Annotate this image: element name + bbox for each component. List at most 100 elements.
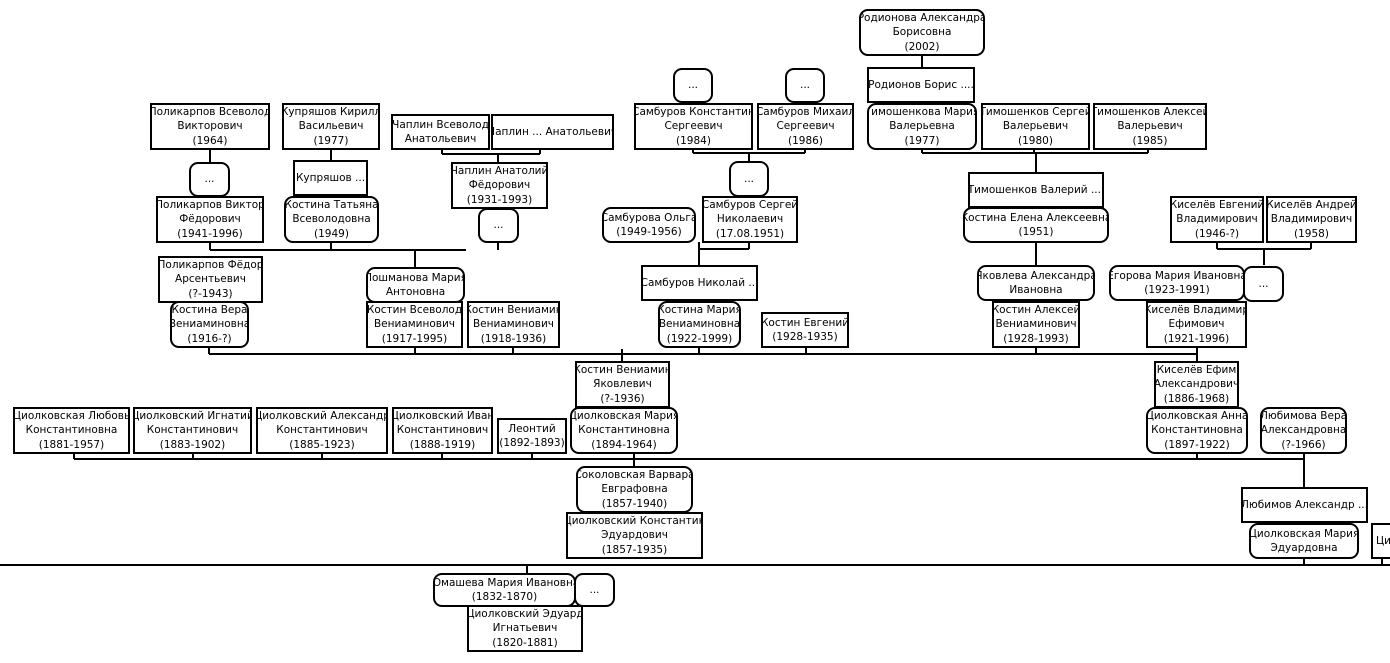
person-unknown[interactable]: ... [1243,266,1284,302]
person-chaplin-anatolevich[interactable]: Чаплин ... Анатольевич [491,114,614,150]
person-text-line: Сергеевич [664,120,723,133]
person-text-line: (1820-1881) [492,636,558,649]
person-text-line: (1946-?) [1194,227,1240,240]
person-text-line: Соколовская Варвара [576,468,693,481]
person-text-line: (1928-1935) [772,331,838,343]
person-text-line: (1881-1957) [38,438,105,451]
person-text-line: (1897-1922) [1164,438,1230,451]
person-text-line: Любимова Вера [1260,409,1347,422]
person-text-line: (1980) [1018,134,1053,147]
person-text-line: ... [799,79,810,92]
person-text-line: Константинович [276,424,368,437]
person-kupryashov[interactable]: Купряшов ... [293,160,368,196]
person-text-line: Чаплин ... Анатольевич [491,125,614,138]
person-text-line: (1888-1919) [409,438,476,451]
person-text-line: Викторович [177,120,243,133]
person-leontiy[interactable]: Леонтий(1892-1893) [497,418,567,454]
person-rodionov-boris[interactable]: Родионов Борис .... [867,67,975,103]
person-unknown[interactable]: ... [574,573,615,607]
person-unknown[interactable]: ... [729,161,769,197]
person-text-line: ... [204,173,215,186]
person-yumasheva-mariya[interactable]: Юмашева Мария Ивановна(1832-1870) [433,573,576,607]
person-text-line: (1921-1996) [1163,332,1230,345]
person-timoshenkov-valeriy[interactable]: Тимошенков Валерий .... [968,172,1104,208]
person-text-line: Владимирович [1270,213,1353,226]
person-text-line: Костин Алексей [992,303,1080,316]
person-text-line: Сергеевич [776,120,835,133]
person-text-line: Циолковская Анна [1146,409,1248,422]
person-text-line: Костина Мария [658,303,741,316]
person-text-line: Поликарпов Всеволод [150,105,270,118]
person-unknown[interactable]: ... [673,68,713,103]
person-text-line: Антоновна [385,286,446,298]
person-text-line: Самбуров Николай ... [641,276,758,289]
person-text-line: Евграфовна [601,483,668,496]
person-kostin-evgeniy[interactable]: Костин Евгений(1928-1935) [761,312,849,348]
person-samburov-nikolay[interactable]: Самбуров Николай ... [641,265,758,301]
person-text-line: (?-1966) [1281,438,1326,451]
person-unknown[interactable]: ... [478,208,519,243]
person-unknown[interactable]: ... [785,68,825,103]
person-text-line: Всеволодовна [292,213,371,226]
person-text-line: (1951) [1018,226,1054,238]
person-partial-right[interactable]: Ци [1371,523,1390,559]
person-egorova-mariya[interactable]: Егорова Мария Ивановна(1923-1991) [1109,265,1245,301]
person-text-line: Вениаминовна [170,318,249,331]
person-text-line: Чаплин Анатолий [451,164,548,177]
person-text-line: Тимошенков Сергей [981,105,1090,118]
person-unknown[interactable]: ... [189,162,230,197]
person-text-line: Ефимович [1168,318,1225,331]
person-lyubimov-aleksandr[interactable]: Любимов Александр ... [1241,487,1368,523]
person-text-line: Циолковская Любовь [13,409,130,422]
person-text-line: ... [687,79,698,92]
person-text-line: Вениаминович [995,318,1077,331]
person-kostina-elena[interactable]: Костина Елена Алексеевна(1951) [963,207,1109,243]
person-text-line: Борисовна [892,26,952,39]
person-text-line: Циолковская Мария [1249,527,1359,540]
person-text-line: Самбуров Константин [634,105,753,118]
person-text-line: Самбурова Ольга [602,211,696,224]
person-text-line: (2002) [904,40,940,53]
person-text-line: (1886-1968) [1163,392,1230,405]
person-text-line: (1949) [314,227,349,240]
person-samburova-olga[interactable]: Самбурова Ольга(1949-1956) [602,207,696,243]
